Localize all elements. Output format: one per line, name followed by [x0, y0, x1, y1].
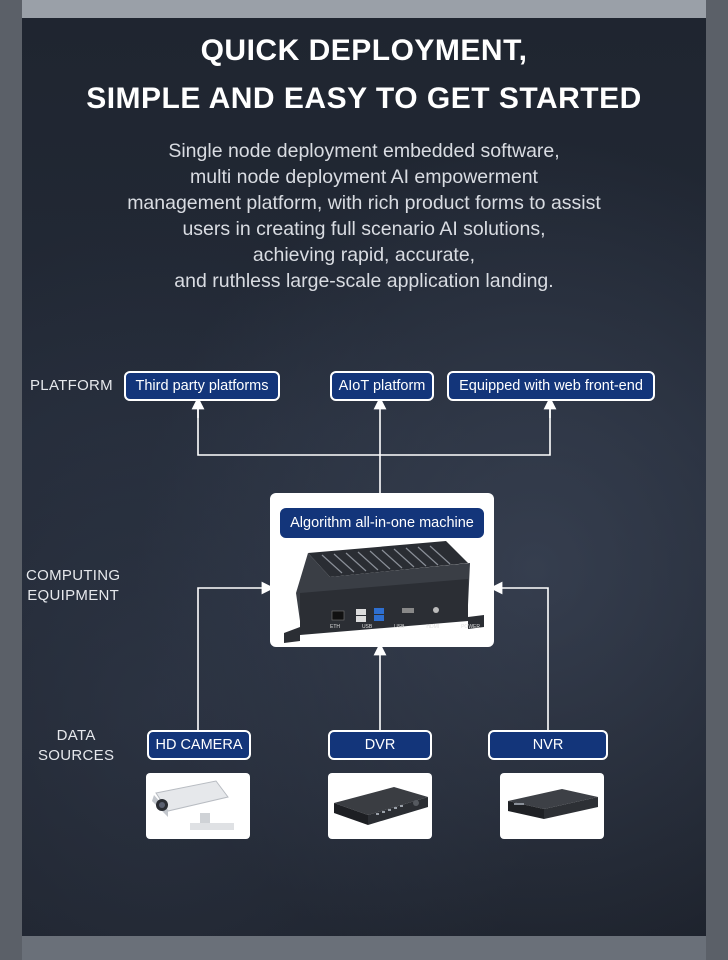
connector-arrows	[191, 396, 557, 730]
connector-platform-bus	[197, 403, 551, 456]
row-label-platform: PLATFORM	[30, 377, 113, 394]
description-line: and ruthless large-scale application lan…	[174, 270, 554, 292]
source-dvr: DVR	[328, 730, 432, 760]
row-label-line: DATA	[56, 727, 96, 744]
diagram-panel: QUICK DEPLOYMENT, SIMPLE AND EASY TO GET…	[22, 18, 706, 936]
platform-aiot: AIoT platform	[330, 371, 434, 401]
port-label: HDMI	[426, 624, 440, 630]
algorithm-machine-label: Algorithm all-in-one machine	[280, 508, 484, 538]
mini-pc-image	[284, 541, 484, 643]
arrow-camera-to-machine	[197, 581, 275, 730]
arrow-nvr-to-machine	[489, 581, 549, 730]
camera-icon	[152, 780, 234, 830]
port-label: POWER	[461, 624, 480, 630]
hd-camera-image	[146, 773, 250, 839]
port-labels: ETH USB USB HDMI POWER	[330, 624, 480, 630]
dvr-image	[328, 773, 432, 839]
row-label-line: SOURCES	[38, 747, 115, 764]
description-line: users in creating full scenario AI solut…	[182, 218, 546, 240]
page-title-line-2: SIMPLE AND EASY TO GET STARTED	[86, 82, 642, 115]
platform-third-party: Third party platforms	[124, 371, 280, 401]
bottom-strip	[22, 936, 706, 960]
nvr-icon	[508, 789, 598, 819]
port-label: USB	[361, 624, 373, 630]
platform-web-frontend: Equipped with web front-end	[447, 371, 655, 401]
row-label-line: COMPUTING	[26, 567, 121, 584]
row-label-computing: COMPUTING EQUIPMENT	[26, 566, 120, 606]
description-line: multi node deployment AI empowerment	[190, 166, 538, 188]
row-label-data-sources: DATA SOURCES	[38, 726, 114, 766]
dvr-icon	[334, 787, 428, 825]
source-nvr: NVR	[488, 730, 608, 760]
port-label: ETH	[330, 624, 340, 630]
nvr-image	[500, 773, 604, 839]
page-title-line-1: QUICK DEPLOYMENT,	[200, 34, 528, 67]
description-line: Single node deployment embedded software…	[168, 140, 560, 162]
algorithm-machine-card: Algorithm all-in-one machine	[270, 493, 494, 647]
top-strip	[22, 0, 706, 18]
row-label-line: EQUIPMENT	[27, 587, 120, 604]
source-hd-camera: HD CAMERA	[147, 730, 251, 760]
description-line: management platform, with rich product f…	[127, 192, 601, 214]
description-line: achieving rapid, accurate,	[252, 244, 476, 266]
description: Single node deployment embedded software…	[62, 138, 666, 294]
port-label: USB	[394, 624, 405, 630]
